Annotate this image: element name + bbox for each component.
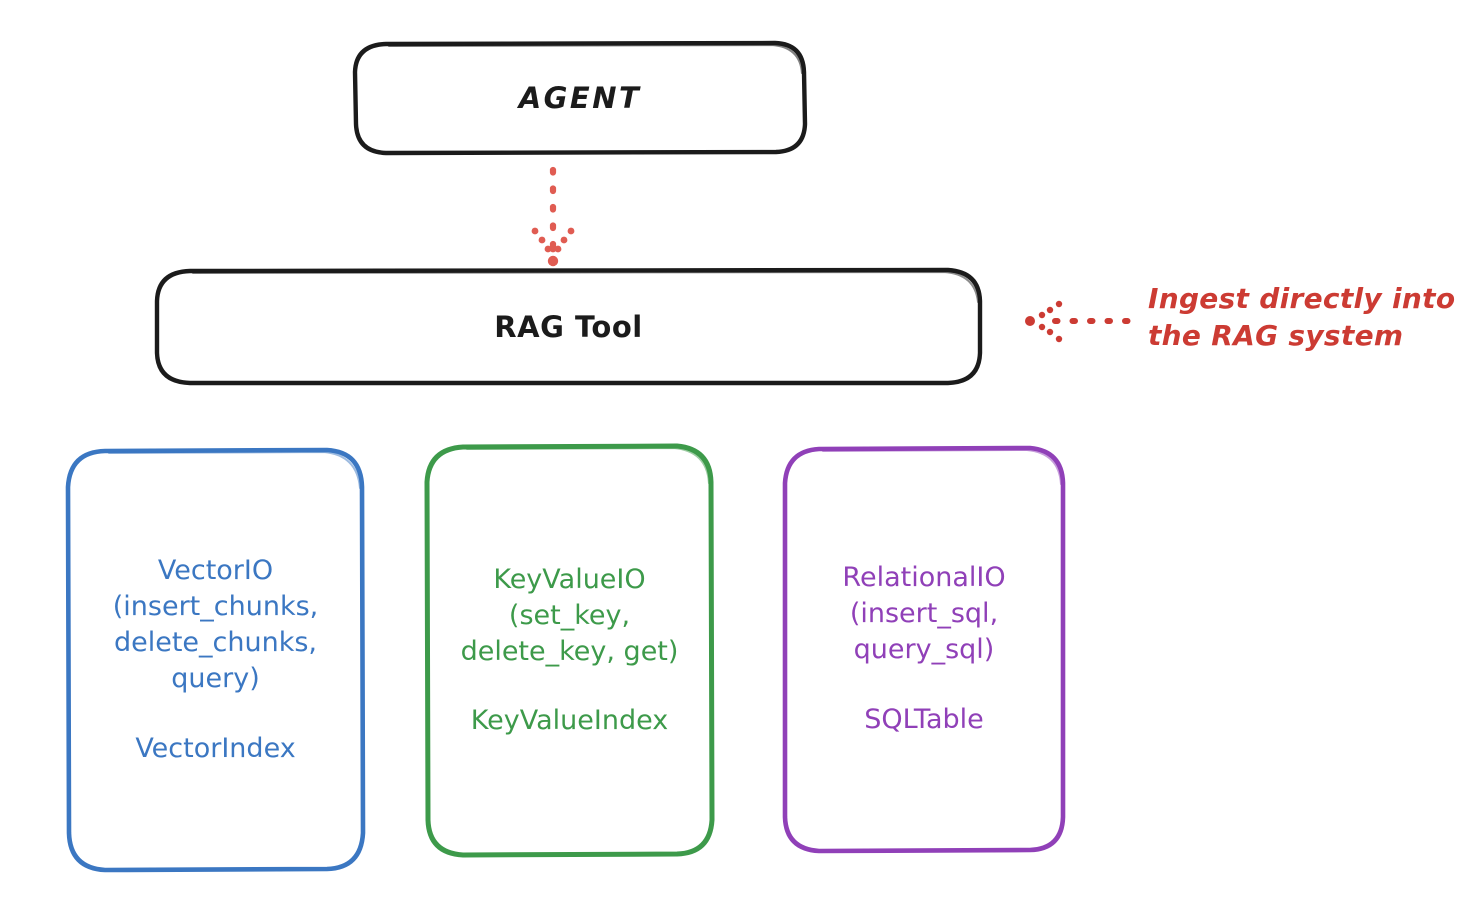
agent-box[interactable] bbox=[352, 40, 808, 156]
key-value-io-box[interactable] bbox=[424, 443, 715, 858]
rag-tool-box[interactable] bbox=[154, 267, 983, 386]
relational-io-box[interactable] bbox=[782, 445, 1066, 854]
vector-io-box[interactable] bbox=[65, 447, 366, 873]
agent-to-rag-arrow bbox=[531, 166, 575, 267]
ingest-arrow bbox=[1025, 300, 1131, 343]
